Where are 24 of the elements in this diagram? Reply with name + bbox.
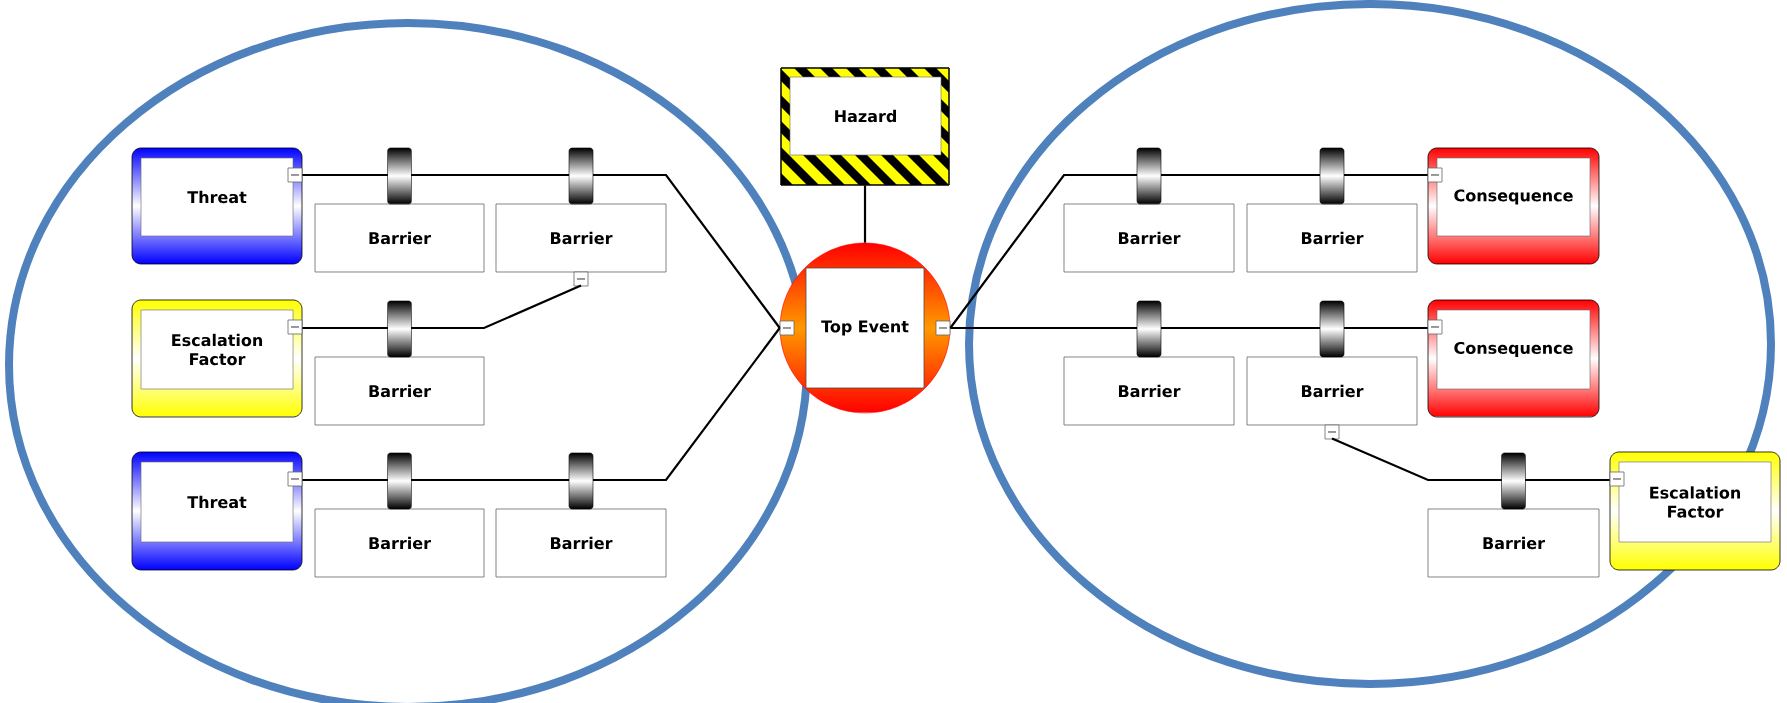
barrier-box: Barrier <box>1246 203 1418 273</box>
barrier-box: Barrier <box>495 508 667 578</box>
barrier-box: Barrier <box>1063 203 1235 273</box>
escalation-factor-box: Escalation Factor <box>131 299 303 418</box>
barrier-box: Barrier <box>1246 356 1418 426</box>
connector-line <box>302 173 781 329</box>
connector-line <box>949 173 1428 329</box>
barrier-box: Barrier <box>495 203 667 273</box>
barrier-box: Barrier <box>1063 356 1235 426</box>
consequence-box: Consequence <box>1427 299 1600 418</box>
barrier-box: Barrier <box>314 203 485 273</box>
connector-line <box>950 326 1428 330</box>
consequence-box: Consequence <box>1427 147 1600 265</box>
connector-line <box>1331 437 1610 482</box>
barrier-box: Barrier <box>314 508 485 578</box>
threat-box: Threat <box>131 147 303 265</box>
barrier-box: Barrier <box>1427 508 1600 578</box>
escalation-factor-box: Escalation Factor <box>1609 451 1781 571</box>
threat-box: Threat <box>131 451 303 571</box>
barrier-box: Barrier <box>314 356 485 426</box>
hazard-sign: Hazard <box>780 67 950 186</box>
connector-line <box>863 185 867 243</box>
connector-line <box>302 327 781 482</box>
connector-line <box>302 284 582 330</box>
